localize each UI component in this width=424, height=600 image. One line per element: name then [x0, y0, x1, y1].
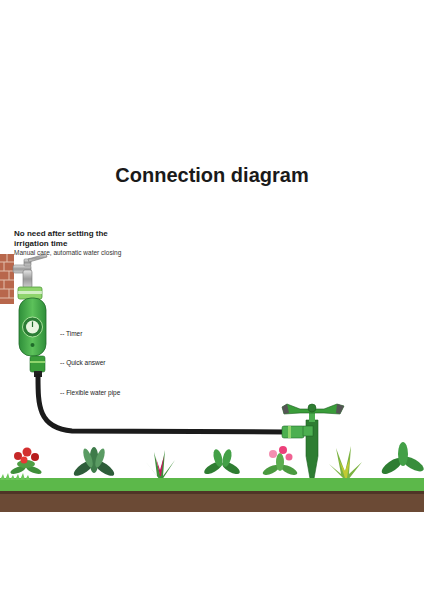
- diagram-title: Connection diagram: [115, 163, 308, 187]
- plants: [9, 442, 424, 480]
- setting-note: No need after setting the irrigation tim…: [14, 229, 126, 248]
- quick-connector-label: -- Quick answer: [60, 359, 106, 367]
- brick-wall: [0, 254, 14, 304]
- water-timer: [19, 298, 46, 356]
- hose-connector: [282, 426, 304, 438]
- flexible-hose: [38, 376, 286, 432]
- faucet-adapter: [18, 287, 42, 299]
- manual-care-note: Manual care, automatic water closing: [14, 249, 121, 257]
- hose-label: -- Flexible water pipe: [60, 389, 120, 397]
- timer-label: -- Timer: [60, 330, 82, 338]
- faucet: [13, 254, 47, 288]
- sprinkler: [282, 404, 344, 490]
- ground: [0, 473, 424, 512]
